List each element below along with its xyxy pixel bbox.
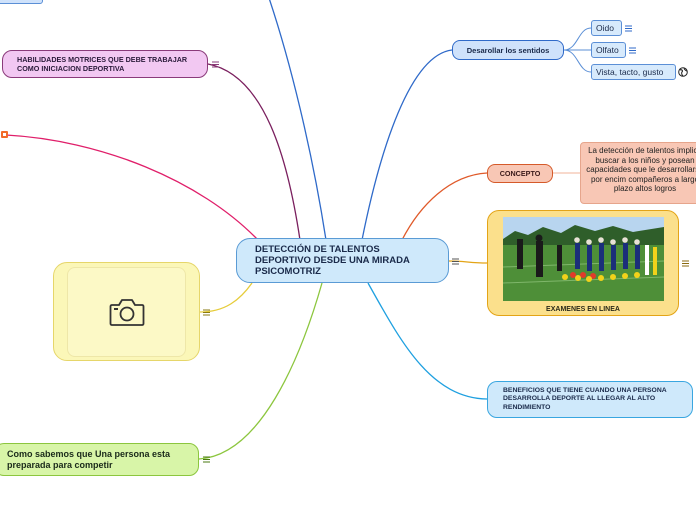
- collapsed-node-marker[interactable]: [1, 131, 8, 138]
- central-topic[interactable]: DETECCIÓN DE TALENTOS DEPORTIVO DESDE UN…: [236, 238, 449, 283]
- note-icon[interactable]: [203, 309, 210, 316]
- photo-image: [502, 217, 664, 301]
- topic-examenes-label: EXAMENES EN LINEA: [546, 306, 620, 313]
- subtopic-vista-label: Vista, tacto, gusto: [596, 67, 664, 77]
- topic-concepto-label: CONCEPTO: [499, 169, 541, 178]
- topic-beneficios-label: BENEFICIOS QUE TIENE CUANDO UNA PERSONA …: [503, 386, 667, 411]
- concepto-description: La detección de talentos implica buscar …: [580, 142, 696, 204]
- note-icon[interactable]: [625, 25, 632, 32]
- topic-concepto[interactable]: CONCEPTO: [487, 164, 553, 183]
- topic-beneficios[interactable]: BENEFICIOS QUE TIENE CUANDO UNA PERSONA …: [487, 381, 693, 418]
- subtopic-vista-tacto-gusto[interactable]: Vista, tacto, gusto: [591, 64, 676, 80]
- topic-habilidades[interactable]: HABILIDADES MOTRICES QUE DEBE TRABAJAR C…: [2, 50, 208, 78]
- note-icon[interactable]: [682, 260, 689, 267]
- note-icon[interactable]: [452, 258, 459, 265]
- topic-sentidos[interactable]: Desarollar los sentidos: [452, 40, 564, 60]
- subtopic-olfato-label: Olfato: [596, 45, 619, 55]
- top-left-node[interactable]: [0, 0, 43, 4]
- note-icon[interactable]: [212, 61, 219, 68]
- topic-examenes[interactable]: EXAMENES EN LINEA: [487, 210, 679, 316]
- subtopic-oido[interactable]: Oido: [591, 20, 622, 36]
- central-topic-label: DETECCIÓN DE TALENTOS DEPORTIVO DESDE UN…: [255, 244, 410, 277]
- photo-frame: [67, 266, 186, 357]
- camera-icon: [109, 298, 144, 326]
- note-icon[interactable]: [629, 47, 636, 54]
- subtopic-oido-label: Oido: [596, 23, 614, 33]
- concepto-description-text: La detección de talentos implica buscar …: [586, 146, 696, 194]
- topic-sentidos-label: Desarollar los sentidos: [466, 45, 550, 55]
- topic-photo-placeholder[interactable]: [53, 262, 200, 361]
- topic-como-sabemos[interactable]: Como sabemos que Una persona esta prepar…: [0, 443, 199, 476]
- topic-habilidades-label: HABILIDADES MOTRICES QUE DEBE TRABAJAR C…: [17, 55, 188, 73]
- topic-como-sabemos-label: Como sabemos que Una persona esta prepar…: [7, 448, 171, 470]
- note-icon[interactable]: [203, 456, 210, 463]
- globe-icon[interactable]: [678, 67, 688, 77]
- subtopic-olfato[interactable]: Olfato: [591, 42, 626, 58]
